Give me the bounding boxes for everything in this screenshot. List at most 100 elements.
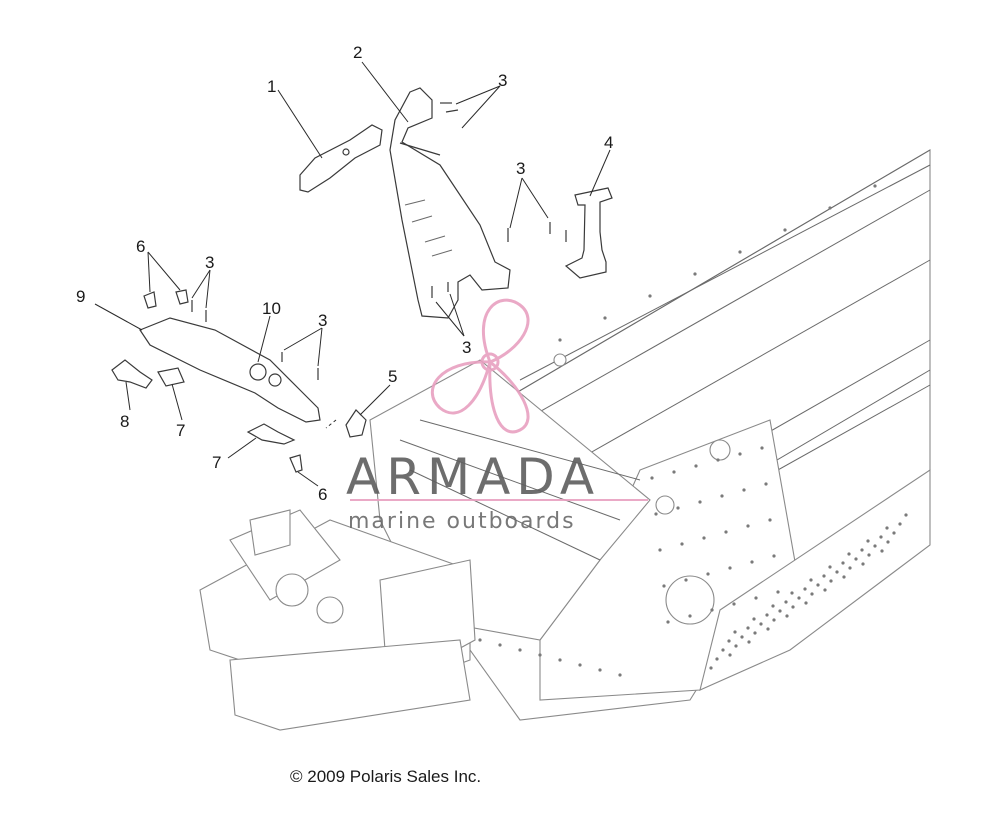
part-1-bracket — [299, 124, 383, 193]
part-8-clip — [111, 359, 153, 389]
rivet — [778, 609, 782, 613]
part-7-fastener-upper — [157, 367, 185, 387]
rivet — [598, 668, 602, 672]
rivet — [746, 524, 750, 528]
rivet — [702, 536, 706, 540]
part-5-bushing — [345, 409, 367, 438]
rivet — [828, 206, 832, 210]
callout-9: 9 — [76, 287, 85, 306]
rivet — [866, 539, 870, 543]
rivet — [885, 526, 889, 530]
rivet — [728, 653, 732, 657]
rivet — [791, 605, 795, 609]
rivet — [772, 554, 776, 558]
rivet — [742, 488, 746, 492]
rivet — [804, 601, 808, 605]
rivet — [752, 617, 756, 621]
rivet — [873, 184, 877, 188]
rivet — [680, 542, 684, 546]
rivet — [734, 644, 738, 648]
part-10-roller-cap — [268, 373, 282, 387]
rivet — [558, 658, 562, 662]
rivet — [672, 470, 676, 474]
rivet — [750, 560, 754, 564]
rivet — [861, 562, 865, 566]
rivet — [879, 535, 883, 539]
part-10-roller — [249, 363, 267, 381]
rivet — [654, 512, 658, 516]
callout-2: 2 — [353, 43, 362, 62]
callout-3-left: 3 — [205, 253, 214, 272]
rivet — [759, 622, 763, 626]
part-2-slots — [404, 199, 453, 257]
callout-5: 5 — [388, 367, 397, 386]
rivet — [803, 587, 807, 591]
callout-6-bottom: 6 — [318, 485, 327, 504]
part-6-bolt-upper-b — [175, 289, 189, 305]
rivet — [822, 574, 826, 578]
rivet — [768, 518, 772, 522]
rivet — [848, 566, 852, 570]
callout-4: 4 — [604, 133, 613, 152]
rivet — [498, 643, 502, 647]
callout-7-upper: 7 — [176, 421, 185, 440]
rivet — [662, 584, 666, 588]
rivet — [860, 548, 864, 552]
rivet — [728, 566, 732, 570]
copyright-notice: © 2009 Polaris Sales Inc. — [290, 767, 481, 786]
rivet — [698, 500, 702, 504]
rivet — [688, 614, 692, 618]
rivet — [892, 531, 896, 535]
part-1-hole — [342, 148, 350, 156]
rivet — [828, 565, 832, 569]
rivet — [721, 648, 725, 652]
rivet — [776, 590, 780, 594]
armada-watermark: ARMADA marine outboards — [346, 298, 648, 534]
rivet — [650, 476, 654, 480]
rivet — [558, 338, 562, 342]
rivet — [810, 592, 814, 596]
rivet — [747, 640, 751, 644]
callout-3-top: 3 — [498, 71, 507, 90]
rivet — [603, 316, 607, 320]
callout-3-mid: 3 — [318, 311, 327, 330]
part-3-screws — [191, 102, 567, 380]
part-9-arm-bracket — [139, 317, 321, 423]
rivet — [835, 570, 839, 574]
rivet — [880, 549, 884, 553]
watermark-brand: ARMADA — [346, 448, 600, 506]
callout-8: 8 — [120, 412, 129, 431]
rivet — [666, 620, 670, 624]
rivet — [816, 583, 820, 587]
rivet — [841, 561, 845, 565]
rivet — [518, 648, 522, 652]
rivet — [867, 553, 871, 557]
rivet — [709, 666, 713, 670]
leader-lines — [94, 61, 611, 487]
rivet — [764, 482, 768, 486]
part-7-fastener-lower — [246, 423, 296, 445]
callout-labels: 1 2 3 3 3 3 3 4 5 6 6 7 7 8 9 10 — [76, 43, 613, 504]
callout-7-lower: 7 — [212, 453, 221, 472]
rivet — [578, 663, 582, 667]
rivet — [716, 458, 720, 462]
callout-1: 1 — [267, 77, 276, 96]
rivet — [724, 530, 728, 534]
rivet — [753, 631, 757, 635]
rivet-pattern — [478, 184, 908, 677]
rivet — [898, 522, 902, 526]
rivet — [760, 446, 764, 450]
callout-6-top: 6 — [136, 237, 145, 256]
rivet — [771, 604, 775, 608]
rivet — [765, 613, 769, 617]
rivet — [478, 638, 482, 642]
rivet — [783, 228, 787, 232]
rivet — [886, 540, 890, 544]
propeller-logo-icon — [430, 298, 530, 434]
part-6-bolt-upper-a — [143, 291, 157, 309]
rivet — [694, 464, 698, 468]
rivet — [797, 596, 801, 600]
part-6-bolt-lower — [289, 454, 303, 473]
